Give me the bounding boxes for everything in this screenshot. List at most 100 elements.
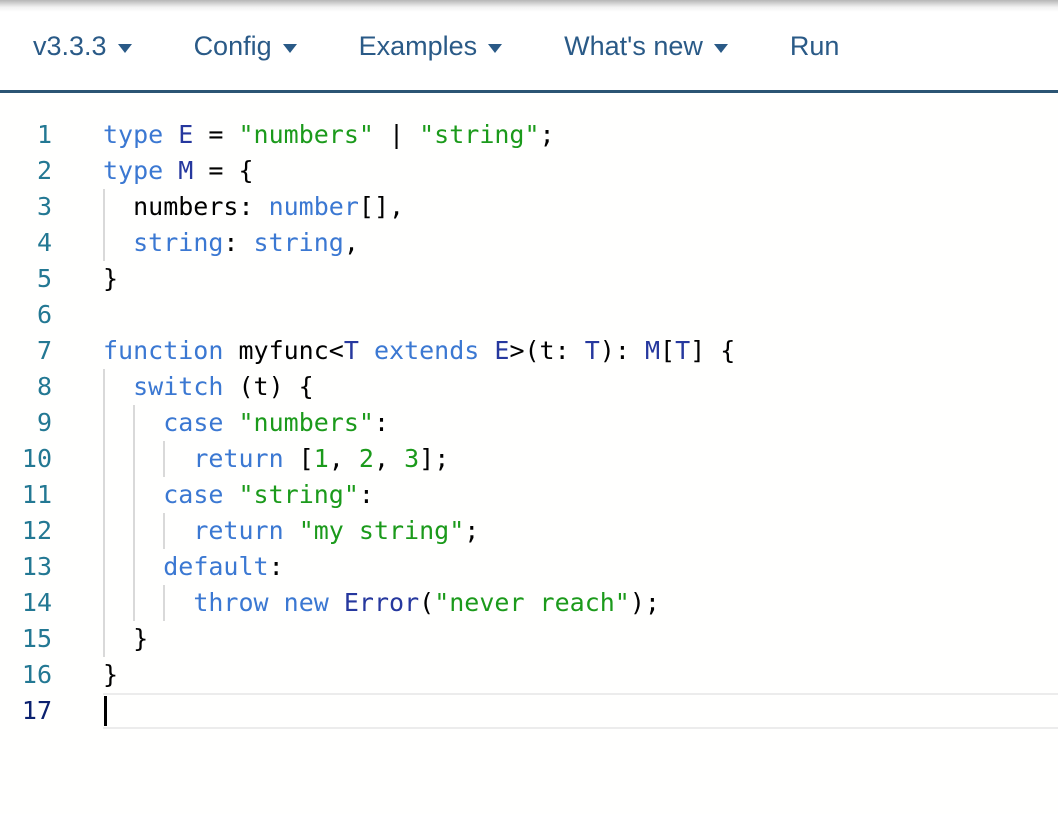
code-text: return [1, 2, 3]; [193, 444, 450, 473]
code-line[interactable]: 10 return [1, 2, 3]; [0, 441, 1058, 477]
indent-guide [133, 513, 135, 549]
code-line[interactable]: 8 switch (t) { [0, 369, 1058, 405]
code-text: type M = { [103, 156, 254, 185]
line-number: 7 [36, 336, 52, 365]
code-lines: 1 type E = "numbers" | "string"; 2 type M =… [0, 117, 1058, 729]
code-text: case "numbers": [163, 408, 390, 437]
code-editor[interactable]: 1 type E = "numbers" | "string"; 2 type M =… [0, 96, 1058, 814]
indent-guide [133, 549, 135, 585]
code-line[interactable]: 2 type M = { [0, 153, 1058, 189]
version-dropdown[interactable]: v3.3.3 [33, 31, 132, 62]
line-number: 17 [21, 696, 52, 725]
code-line-content[interactable]: } [103, 657, 1058, 693]
code-text: numbers: number[], [103, 192, 405, 221]
code-line[interactable]: 12 return "my string"; [0, 513, 1058, 549]
line-number: 4 [36, 228, 52, 257]
code-text: } [103, 624, 149, 653]
indent-guide [133, 585, 135, 621]
code-line[interactable]: 7 function myfunc<T extends E>(t: T): M[T… [0, 333, 1058, 369]
code-line-content[interactable]: throw new Error("never reach"); [103, 585, 1058, 621]
code-line-content[interactable]: type E = "numbers" | "string"; [103, 117, 1058, 153]
indent-guide [103, 405, 105, 441]
code-line-content[interactable] [103, 693, 1058, 729]
indent-guide [163, 441, 165, 477]
indent-guide [133, 405, 135, 441]
playground-toolbar: v3.3.3 Config Examples What's new Run [0, 12, 1058, 93]
code-text: } [103, 264, 119, 293]
indent-guide [103, 189, 105, 225]
code-line[interactable]: 1 type E = "numbers" | "string"; [0, 117, 1058, 153]
whats-new-dropdown[interactable]: What's new [564, 31, 728, 62]
code-line[interactable]: 16} [0, 657, 1058, 693]
version-dropdown-label: v3.3.3 [33, 30, 107, 61]
code-line-content[interactable]: function myfunc<T extends E>(t: T): M[T]… [103, 333, 1058, 369]
code-line-content[interactable]: return "my string"; [103, 513, 1058, 549]
line-number: 2 [36, 156, 52, 185]
code-text: } [103, 660, 119, 689]
line-number: 12 [21, 516, 52, 545]
code-line-content[interactable]: return [1, 2, 3]; [103, 441, 1058, 477]
indent-guide [103, 369, 105, 405]
examples-dropdown-label: Examples [358, 30, 478, 61]
code-text: case "string": [163, 480, 374, 509]
chevron-down-icon [117, 44, 132, 53]
code-text: function myfunc<T extends E>(t: T): M[T]… [103, 336, 736, 365]
code-line[interactable]: 9 case "numbers": [0, 405, 1058, 441]
code-line-content[interactable]: case "string": [103, 477, 1058, 513]
code-line-content[interactable]: string: string, [103, 225, 1058, 261]
code-line[interactable]: 3 numbers: number[], [0, 189, 1058, 225]
code-text: throw new Error("never reach"); [193, 588, 660, 617]
code-line-content[interactable]: numbers: number[], [103, 189, 1058, 225]
indent-guide [133, 441, 135, 477]
line-number: 11 [21, 480, 52, 509]
window-top-shadow [0, 0, 1058, 12]
code-line[interactable]: 6 [0, 297, 1058, 333]
code-line-content[interactable]: case "numbers": [103, 405, 1058, 441]
line-number: 1 [36, 120, 52, 149]
run-button-label: Run [789, 30, 840, 61]
code-line[interactable]: 5} [0, 261, 1058, 297]
indent-guide [103, 225, 105, 261]
code-line[interactable]: 14 throw new Error("never reach"); [0, 585, 1058, 621]
code-text: string: string, [133, 228, 359, 257]
code-line-content[interactable] [103, 297, 1058, 333]
code-line-content[interactable]: } [103, 621, 1058, 657]
examples-dropdown[interactable]: Examples [359, 31, 503, 62]
code-line[interactable]: 4 string: string, [0, 225, 1058, 261]
indent-guide [103, 549, 105, 585]
whats-new-dropdown-label: What's new [564, 30, 703, 61]
code-text: type E = "numbers" | "string"; [103, 120, 555, 149]
chevron-down-icon [713, 44, 728, 53]
line-number: 6 [36, 300, 52, 329]
code-text: return "my string"; [193, 516, 480, 545]
indent-guide [103, 585, 105, 621]
code-line[interactable]: 11 case "string": [0, 477, 1058, 513]
code-line-content[interactable]: switch (t) { [103, 369, 1058, 405]
line-number: 8 [36, 372, 52, 401]
line-number: 16 [21, 660, 52, 689]
chevron-down-icon [488, 44, 503, 53]
indent-guide [103, 621, 105, 657]
line-number: 3 [36, 192, 52, 221]
code-line-content[interactable]: type M = { [103, 153, 1058, 189]
line-number: 14 [21, 588, 52, 617]
config-dropdown[interactable]: Config [194, 31, 297, 62]
line-number: 10 [21, 444, 52, 473]
indent-guide [103, 513, 105, 549]
run-button[interactable]: Run [790, 31, 840, 62]
indent-guide [103, 441, 105, 477]
line-number: 9 [36, 408, 52, 437]
indent-guide [163, 513, 165, 549]
indent-guide [163, 585, 165, 621]
code-line[interactable]: 13 default: [0, 549, 1058, 585]
line-number: 15 [21, 624, 52, 653]
code-line-content[interactable]: default: [103, 549, 1058, 585]
chevron-down-icon [282, 44, 297, 53]
line-number: 5 [36, 264, 52, 293]
indent-guide [133, 477, 135, 513]
line-number: 13 [21, 552, 52, 581]
code-line-content[interactable]: } [103, 261, 1058, 297]
text-cursor [104, 696, 107, 726]
code-line[interactable]: 15 } [0, 621, 1058, 657]
code-line[interactable]: 17 [0, 693, 1058, 729]
